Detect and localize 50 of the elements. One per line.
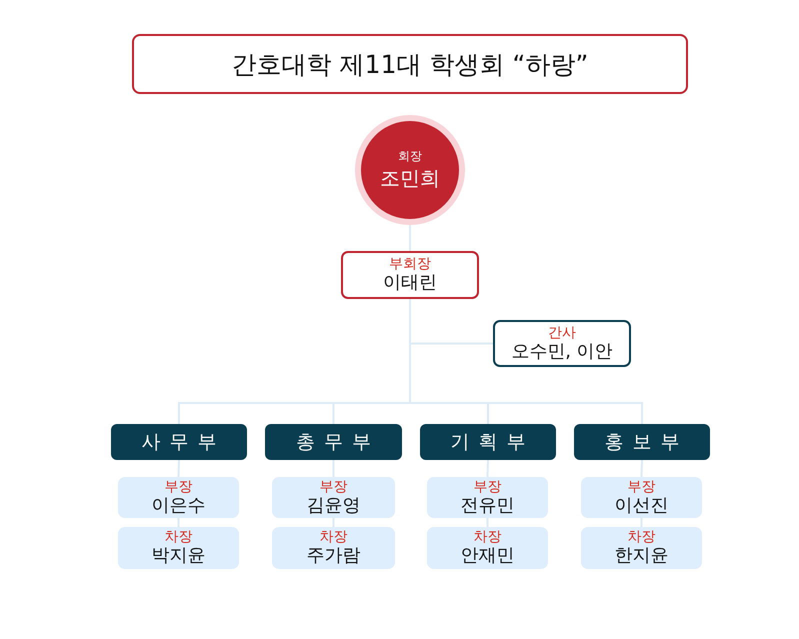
- member-box: [581, 477, 702, 518]
- role-title: 부회장: [389, 256, 431, 272]
- department-name: 기획부: [450, 430, 534, 455]
- connector-line: [486, 518, 488, 527]
- member-box: [427, 527, 548, 569]
- title-box: 간호대학 제11대 학생회 “하랑”: [132, 34, 688, 94]
- member-box: [272, 477, 395, 518]
- role-title: 부장: [320, 478, 348, 494]
- person-name: 한지윤: [614, 545, 668, 567]
- person-name: 이은수: [152, 494, 206, 516]
- department-name: 사무부: [142, 430, 226, 455]
- department-box: [574, 424, 710, 460]
- role-title: 간사: [548, 324, 576, 340]
- person-name: 김윤영: [306, 494, 360, 516]
- role-title: 부장: [164, 478, 192, 494]
- role-box: [341, 251, 479, 299]
- member-box: [118, 477, 239, 518]
- role-title: 부장: [474, 478, 502, 494]
- connector-line: [640, 460, 643, 478]
- role-title: 회장: [398, 148, 422, 164]
- member-box: [427, 477, 548, 518]
- person-name: 박지윤: [152, 545, 206, 567]
- person-name: 이태린: [383, 272, 437, 294]
- connector-line: [332, 518, 334, 527]
- role-title: 차장: [474, 529, 502, 545]
- department-name: 홍보부: [604, 430, 688, 455]
- connector-line: [409, 225, 411, 251]
- connector-line: [640, 518, 642, 527]
- department-box: [111, 424, 247, 460]
- role-title: 차장: [628, 529, 656, 545]
- department-box: [265, 424, 402, 460]
- department-box: [420, 424, 556, 460]
- role-title: 차장: [164, 529, 192, 545]
- member-box: [118, 527, 239, 569]
- role-box: [493, 320, 631, 367]
- connector-line: [178, 518, 180, 527]
- person-name: 이선진: [614, 494, 668, 516]
- connector-line: [486, 460, 489, 478]
- member-box: [272, 527, 395, 569]
- connector-line: [178, 460, 180, 478]
- connector-line: [332, 460, 334, 477]
- person-name: 오수민, 이안: [511, 340, 613, 362]
- person-name: 전유민: [460, 494, 514, 516]
- role-title: 차장: [320, 529, 348, 545]
- department-name: 총무부: [296, 430, 380, 455]
- member-box: [581, 527, 702, 569]
- person-name: 조민희: [380, 165, 440, 192]
- role-title: 부장: [628, 478, 656, 494]
- person-name: 안재민: [460, 545, 514, 567]
- person-name: 주가람: [306, 545, 360, 567]
